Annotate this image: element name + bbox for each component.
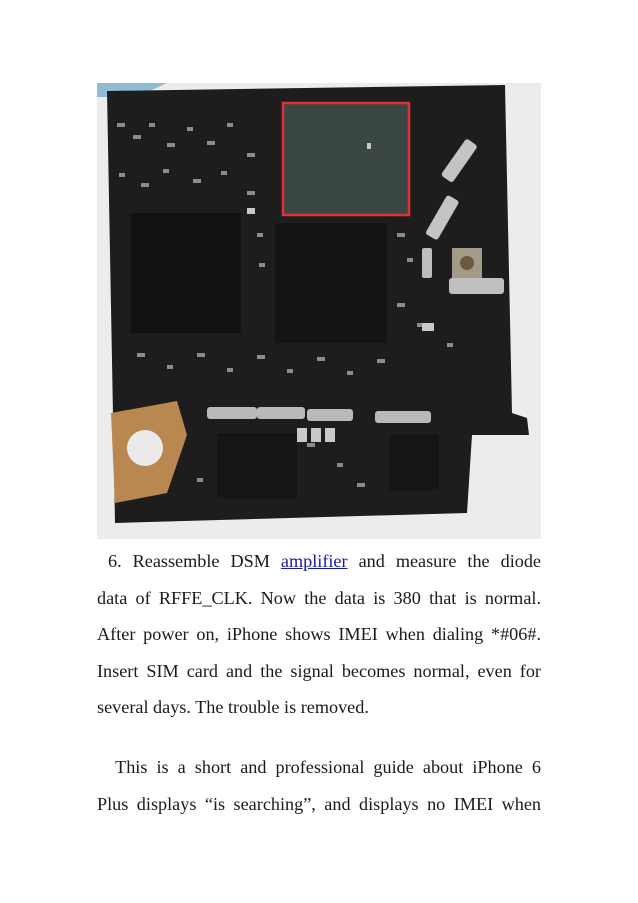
logic-board-image xyxy=(97,83,541,539)
paragraph-line: After power on, iPhone shows IMEI when d… xyxy=(97,624,541,644)
text-fragment: and measure the diode xyxy=(347,551,542,571)
paragraph-line: This is a short and professional guide a… xyxy=(97,749,541,786)
highlight-box xyxy=(281,101,411,217)
text-fragment: This is a short and professional guide a… xyxy=(115,757,541,777)
text-fragment: 6. Reassemble DSM xyxy=(108,551,281,571)
paragraph-repair-step: 6. Reassemble DSM amplifier and measure … xyxy=(97,543,541,726)
amplifier-link[interactable]: amplifier xyxy=(280,551,348,571)
paragraph-line: several days. The trouble is removed. xyxy=(97,697,369,717)
paragraph-line: Insert SIM card and the signal becomes n… xyxy=(97,660,541,681)
paragraph-line: data of RFFE_CLK. Now the data is 380 th… xyxy=(97,587,541,608)
paragraph-guide-summary: This is a short and professional guide a… xyxy=(97,749,541,822)
circuit-board-photo xyxy=(97,83,541,539)
paragraph-line: Plus displays “is searching”, and displa… xyxy=(97,793,541,814)
paragraph-line: 6. Reassemble DSM amplifier and measure … xyxy=(97,543,541,580)
